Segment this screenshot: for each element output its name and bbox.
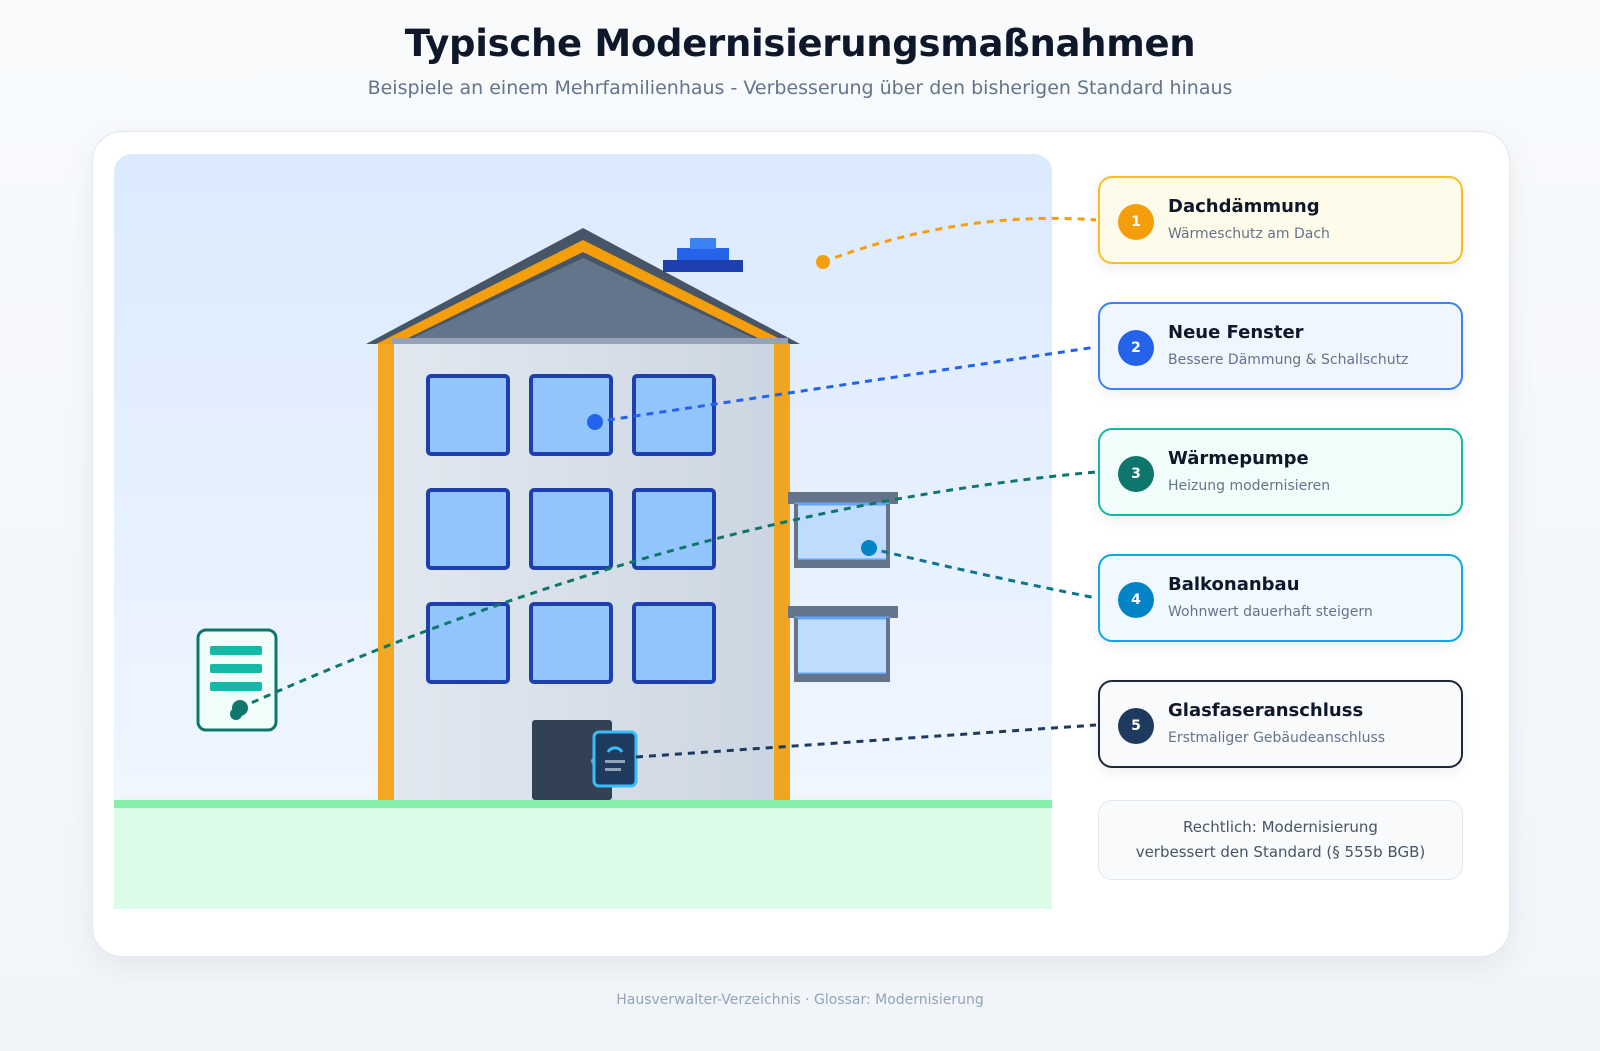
window — [426, 488, 510, 570]
measure-title: Neue Fenster — [1168, 322, 1304, 343]
roof-unit-top — [690, 238, 716, 249]
heat-pump-light — [230, 708, 242, 720]
balcony-floor — [794, 674, 890, 682]
window — [632, 602, 716, 684]
footer-text: Hausverwalter-Verzeichnis · Glossar: Mod… — [616, 992, 984, 1008]
roof-inner — [400, 258, 766, 344]
heat-pump-grille — [210, 646, 262, 655]
wall-insulation-left — [378, 338, 394, 800]
fiber-box — [592, 730, 638, 788]
roof-base — [392, 338, 788, 344]
roof-unit-base — [663, 260, 743, 272]
balcony-roof — [788, 606, 898, 618]
fiber-port — [605, 760, 625, 763]
window — [426, 374, 510, 456]
measure-description: Erstmaliger Gebäudeanschluss — [1168, 730, 1386, 746]
measure-description: Heizung modernisieren — [1168, 478, 1331, 494]
balcony-frame — [886, 504, 890, 566]
building-illustration — [114, 154, 1052, 909]
measure-card-windows: 2 Neue Fenster Bessere Dämmung & Schalls… — [1098, 302, 1463, 390]
balcony-frame — [794, 618, 798, 680]
balcony-glass — [794, 502, 890, 562]
window — [529, 488, 613, 570]
window — [632, 488, 716, 570]
ground — [114, 799, 1052, 909]
measure-title: Wärmepumpe — [1168, 448, 1309, 469]
fiber-signal-icon — [606, 746, 624, 753]
window — [426, 602, 510, 684]
measure-title: Glasfaseranschluss — [1168, 700, 1364, 721]
legal-note-line1: Rechtlich: Modernisierung — [1183, 818, 1378, 836]
badge-2: 2 — [1118, 330, 1154, 366]
measure-description: Wärmeschutz am Dach — [1168, 226, 1330, 242]
badge-5: 5 — [1118, 708, 1154, 744]
measure-card-balcony: 4 Balkonanbau Wohnwert dauerhaft steiger… — [1098, 554, 1463, 642]
badge-3: 3 — [1118, 456, 1154, 492]
measure-card-heat-pump: 3 Wärmepumpe Heizung modernisieren — [1098, 428, 1463, 516]
badge-4: 4 — [1118, 582, 1154, 618]
window — [529, 374, 613, 456]
wall-insulation-right — [774, 338, 790, 800]
balcony-floor — [794, 560, 890, 568]
heat-pump-grille — [210, 664, 262, 673]
grass-line — [114, 800, 1052, 808]
page-title: Typische Modernisierungsmaßnahmen — [404, 22, 1196, 65]
window — [632, 374, 716, 456]
measure-description: Bessere Dämmung & Schallschutz — [1168, 352, 1409, 368]
page-subtitle: Beispiele an einem Mehrfamilienhaus - Ve… — [367, 77, 1233, 99]
measure-card-roof-insulation: 1 Dachdämmung Wärmeschutz am Dach — [1098, 176, 1463, 264]
legal-note-line2: verbessert den Standard (§ 555b BGB) — [1135, 843, 1426, 861]
badge-1: 1 — [1118, 204, 1154, 240]
fiber-port — [605, 768, 621, 771]
balcony-roof — [788, 492, 898, 504]
legal-note: Rechtlich: Modernisierung verbessert den… — [1098, 800, 1463, 880]
measure-card-fiber: 5 Glasfaseranschluss Erstmaliger Gebäude… — [1098, 680, 1463, 768]
window — [529, 602, 613, 684]
balcony-frame — [794, 504, 798, 566]
measure-title: Dachdämmung — [1168, 196, 1320, 217]
roof-unit-mid — [677, 248, 729, 260]
measure-title: Balkonanbau — [1168, 574, 1300, 595]
balcony-frame — [886, 618, 890, 680]
measure-description: Wohnwert dauerhaft steigern — [1168, 604, 1373, 620]
balcony-glass — [794, 616, 890, 676]
heat-pump-grille — [210, 682, 262, 691]
entrance-door — [532, 720, 612, 800]
